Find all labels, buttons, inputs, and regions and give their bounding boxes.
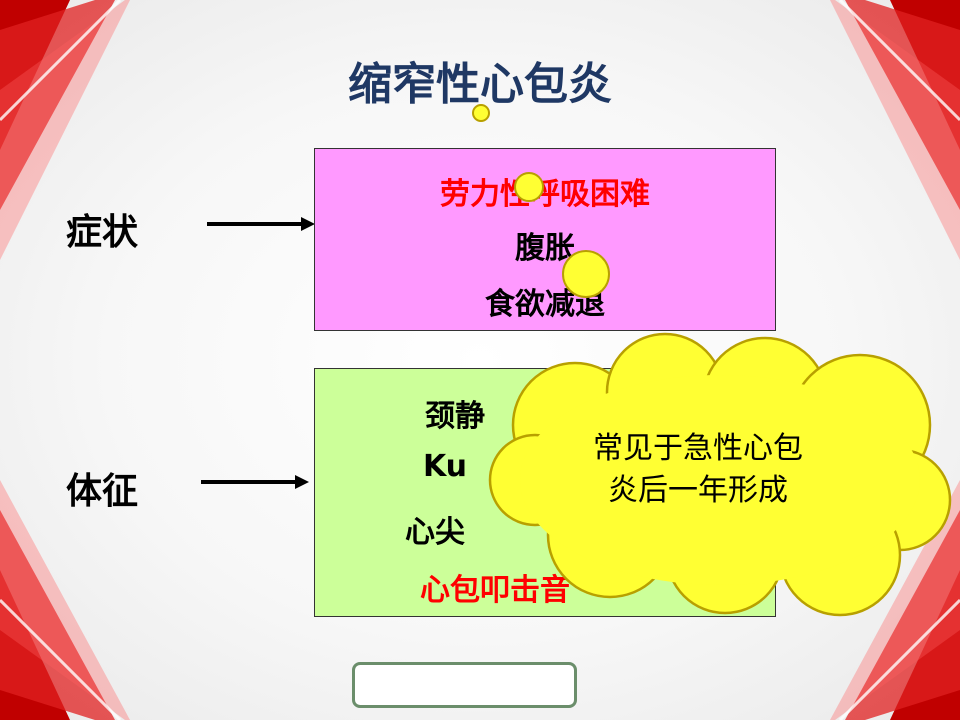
signs-label: 体征 bbox=[66, 471, 139, 512]
sign-item: Ku bbox=[422, 449, 468, 484]
symptom-item: 食欲减退 bbox=[485, 287, 605, 322]
cloud-callout-text: 常见于急性心包 炎后一年形成 bbox=[548, 428, 848, 512]
callout-line: 炎后一年形成 bbox=[608, 473, 788, 508]
signs-arrow-icon bbox=[201, 475, 309, 489]
symptom-item: 腹胀 bbox=[515, 231, 575, 266]
title-dot-marker bbox=[472, 104, 490, 122]
corner-decoration-bottom-left bbox=[0, 480, 130, 720]
sign-item: 心包叩击音 bbox=[420, 573, 570, 608]
action-button[interactable] bbox=[352, 662, 577, 708]
corner-decoration-top-left bbox=[0, 0, 130, 260]
symptoms-arrow-icon bbox=[207, 217, 315, 231]
cloud-callout-shape bbox=[488, 332, 952, 617]
corner-decoration-top-right bbox=[830, 0, 960, 260]
callout-line: 常见于急性心包 bbox=[593, 431, 803, 466]
highlight-dot-marker bbox=[562, 250, 610, 298]
symptom-item: 劳力性呼吸困难 bbox=[440, 177, 650, 212]
highlight-dot-marker bbox=[514, 172, 544, 202]
sign-item: 颈静 bbox=[425, 399, 485, 434]
symptoms-label: 症状 bbox=[66, 212, 139, 253]
sign-item: 心尖 bbox=[405, 515, 465, 550]
symptoms-box: 劳力性呼吸困难 腹胀 食欲减退 bbox=[314, 148, 776, 331]
slide-title: 缩窄性心包炎 bbox=[348, 59, 612, 110]
